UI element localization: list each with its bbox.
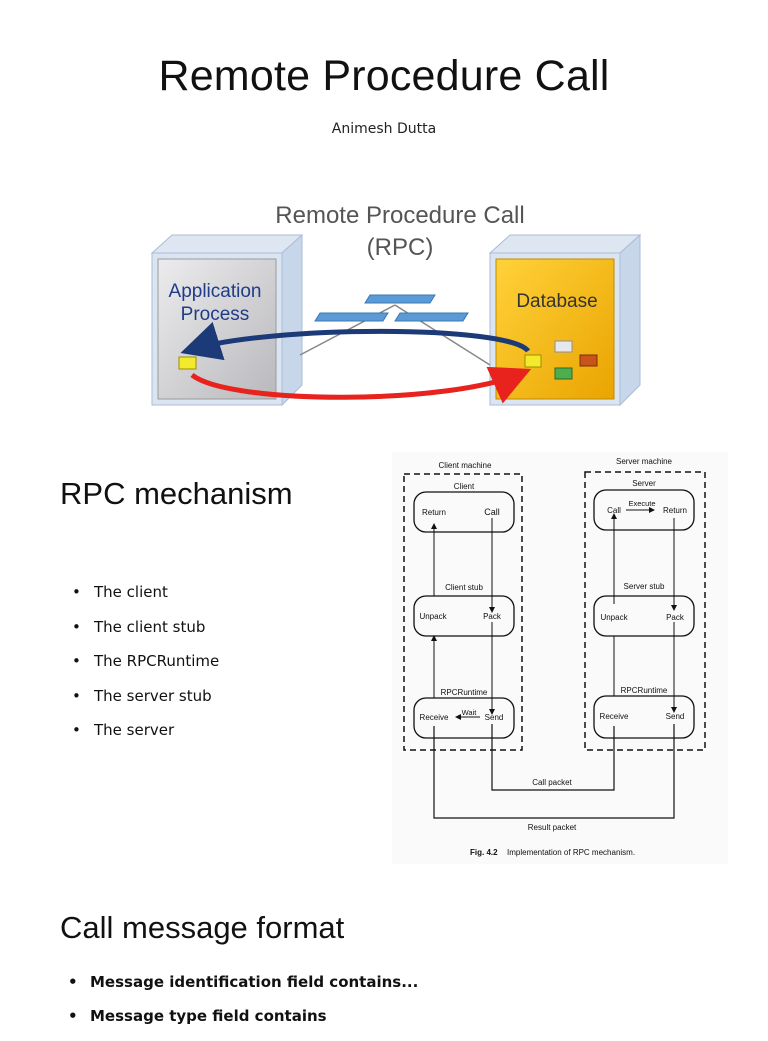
application-label-line2: Process: [181, 304, 250, 325]
list-item: The server: [72, 721, 219, 756]
server-return: Return: [663, 506, 687, 515]
client-unpack: Unpack: [419, 612, 447, 621]
message-icon: [178, 356, 197, 370]
server-box: [593, 489, 695, 531]
message-icon: [579, 354, 598, 367]
section-title-rpc-mechanism: RPC mechanism: [60, 476, 293, 511]
client-receive: Receive: [420, 713, 449, 722]
result-packet-label: Result packet: [528, 823, 577, 832]
rpc-illustration: Remote Procedure Call (RPC) Application …: [150, 202, 642, 407]
list-item: Message identification field contains...: [68, 973, 418, 1007]
application-process-box: Application Process: [150, 233, 304, 407]
server-receive: Receive: [600, 712, 629, 721]
result-packet-path: [433, 724, 675, 819]
application-label-line1: Application: [169, 281, 262, 302]
list-item: The client: [72, 583, 219, 618]
client-send: Send: [485, 713, 504, 722]
list-item: The server stub: [72, 687, 219, 722]
call-message-list: Message identification field contains...…: [68, 973, 418, 1041]
figure-heading-line1: Remote Procedure Call: [275, 202, 524, 229]
message-icon: [524, 354, 542, 368]
client-machine-boundary: [403, 473, 523, 751]
page-title: Remote Procedure Call: [158, 52, 610, 100]
server-send: Send: [666, 712, 685, 721]
server-execute: Execute: [628, 499, 655, 508]
client-runtime-box: [413, 697, 515, 739]
figure-heading-line2: (RPC): [367, 234, 434, 261]
client-runtime-label: RPCRuntime: [441, 688, 488, 697]
client-pack: Pack: [483, 612, 502, 621]
server-stub-box: [593, 595, 695, 637]
client-machine-label: Client machine: [439, 461, 492, 470]
database-label: Database: [516, 291, 597, 312]
request-arrow: [190, 366, 532, 404]
client-wait: Wait: [462, 708, 478, 717]
message-icon: [554, 367, 573, 380]
response-arrow: [180, 321, 531, 361]
client-call: Call: [484, 507, 500, 517]
client-label: Client: [454, 482, 475, 491]
server-machine-label: Server machine: [616, 457, 673, 466]
author: Animesh Dutta: [331, 121, 437, 137]
client-stub-box: [413, 595, 515, 637]
server-unpack: Unpack: [600, 613, 628, 622]
list-item: Message type field contains: [68, 1007, 418, 1041]
call-packet-path: [491, 724, 615, 791]
call-packet-label: Call packet: [532, 778, 572, 787]
server-machine-boundary: [584, 471, 706, 751]
server-call: Call: [607, 506, 621, 515]
list-item: The RPCRuntime: [72, 652, 219, 687]
server-runtime-box: [593, 695, 695, 739]
figure-caption: Implementation of RPC mechanism.: [507, 848, 635, 857]
message-icon: [554, 340, 573, 353]
figure-caption-number: Fig. 4.2: [470, 848, 498, 857]
database-box: Database: [488, 233, 642, 407]
client-box: [413, 491, 515, 533]
server-stub-label: Server stub: [624, 582, 665, 591]
list-item: The client stub: [72, 618, 219, 653]
client-return: Return: [422, 508, 446, 517]
server-label: Server: [632, 479, 656, 488]
server-runtime-label: RPCRuntime: [621, 686, 668, 695]
section-title-call-message-format: Call message format: [60, 910, 345, 945]
rpc-mechanism-diagram: Client machine Server machine Client Ret…: [392, 452, 728, 864]
component-list: The client The client stub The RPCRuntim…: [72, 583, 219, 756]
server-pack: Pack: [666, 613, 685, 622]
client-stub-label: Client stub: [445, 583, 483, 592]
